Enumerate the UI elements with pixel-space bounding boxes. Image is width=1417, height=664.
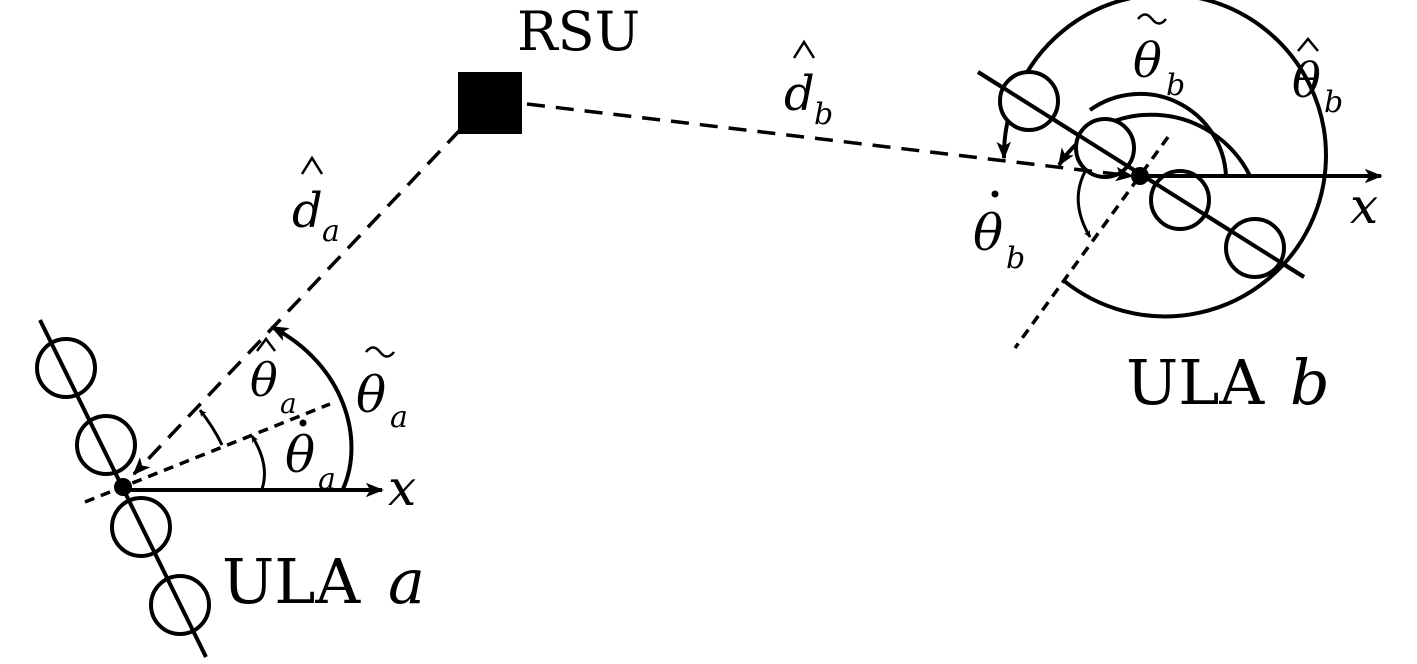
- ula-a-tilde-angle-tilde: [365, 346, 395, 358]
- ula-b-label: ULA: [1126, 346, 1265, 419]
- ula-a-hat-angle-hat: [256, 336, 276, 352]
- ula-a-rsu-link: [132, 128, 462, 476]
- ula-b-antenna-element: [998, 70, 1060, 132]
- ula-b-rsu-link: [526, 102, 1134, 182]
- ula-a-broadside-line: [84, 402, 331, 504]
- ula-b-dot-angle-label: θ b: [973, 190, 1025, 276]
- ula-b-dot-angle-subscript: b: [1006, 241, 1025, 276]
- ula-b-tilde-angle-subscript: b: [1166, 68, 1185, 103]
- rsu-group: RSU: [458, 0, 640, 134]
- ula-b-hat-angle-hat: [1297, 37, 1319, 52]
- ula-a-antenna-element: [75, 414, 137, 476]
- ula-a-tilde-angle-subscript: a: [390, 400, 408, 435]
- ula-a-group: x d a θ a θ a θ a ULA: [35, 128, 462, 658]
- ula-a-x-axis-label: x: [388, 459, 416, 517]
- ula-a-distance-subscript: a: [322, 214, 340, 249]
- ula-a-distance-symbol: d: [292, 183, 323, 239]
- ula-b-hat-angle-arc: [996, 0, 1328, 319]
- ula-b-dot-angle-arc: [1076, 167, 1092, 238]
- ula-b-var: b: [1290, 346, 1330, 419]
- ula-b-x-axis-label: x: [1350, 177, 1378, 235]
- ula-b-hat-angle-label: θ b: [1292, 37, 1343, 120]
- ula-b-tilde-angle-tilde: [1137, 13, 1167, 25]
- ula-a-hat-angle-symbol: θ: [250, 353, 278, 407]
- ula-a-var: a: [388, 545, 425, 618]
- ula-a-antenna-element: [35, 337, 97, 399]
- ula-b-distance-hat: [792, 39, 816, 59]
- ula-b-dot-angle-symbol: θ: [973, 204, 1003, 262]
- ula-b-tilde-angle-symbol: θ: [1133, 33, 1162, 89]
- ula-a-dot-angle-symbol: θ: [285, 426, 315, 484]
- ula-b-hat-angle-symbol: θ: [1292, 53, 1321, 109]
- ula-b-center-point: [1131, 167, 1149, 185]
- ula-a-distance-label: d a: [292, 155, 340, 249]
- ula-a-tilde-angle-symbol: θ: [356, 366, 386, 424]
- rsu-square: [458, 72, 522, 134]
- ula-a-dot-angle-subscript: a: [318, 462, 336, 497]
- ula-b-inner-arc: [1088, 91, 1228, 177]
- ula-b-antenna-element: [1074, 117, 1136, 179]
- ula-a-antenna-element: [110, 496, 172, 558]
- ula-a-dot-angle-arc: [250, 435, 266, 490]
- ula-b-distance-label: d b: [784, 39, 833, 132]
- ula-b-name-label: ULA b: [1126, 346, 1330, 419]
- ula-a-tilde-angle-label: θ a: [356, 346, 408, 435]
- ula-a-antenna-element: [149, 574, 211, 636]
- ula-a-tilde-angle-arc: [270, 325, 354, 490]
- ula-a-dot-angle-dot: [299, 419, 307, 427]
- ula-b-distance-subscript: b: [814, 97, 833, 132]
- ula-a-distance-hat: [300, 155, 324, 175]
- rsu-label: RSU: [517, 0, 640, 63]
- ula-a-label: ULA: [222, 545, 361, 618]
- ula-a-name-label: ULA a: [222, 545, 425, 618]
- ula-b-group: x d b θ b θ b θ b ULA b: [526, 0, 1383, 419]
- ula-a-hat-angle-label: θ a: [250, 336, 297, 420]
- ula-a-dot-angle-label: θ a: [285, 419, 336, 497]
- ula-b-distance-symbol: d: [784, 66, 815, 122]
- ula-b-hat-angle-subscript: b: [1324, 85, 1343, 120]
- ula-b-dot-angle-dot: [991, 190, 999, 198]
- ula-a-hat-angle-arc: [198, 409, 224, 446]
- ula-a-hat-angle-subscript: a: [280, 387, 297, 420]
- ula-b-tilde-angle-label: θ b: [1133, 13, 1185, 103]
